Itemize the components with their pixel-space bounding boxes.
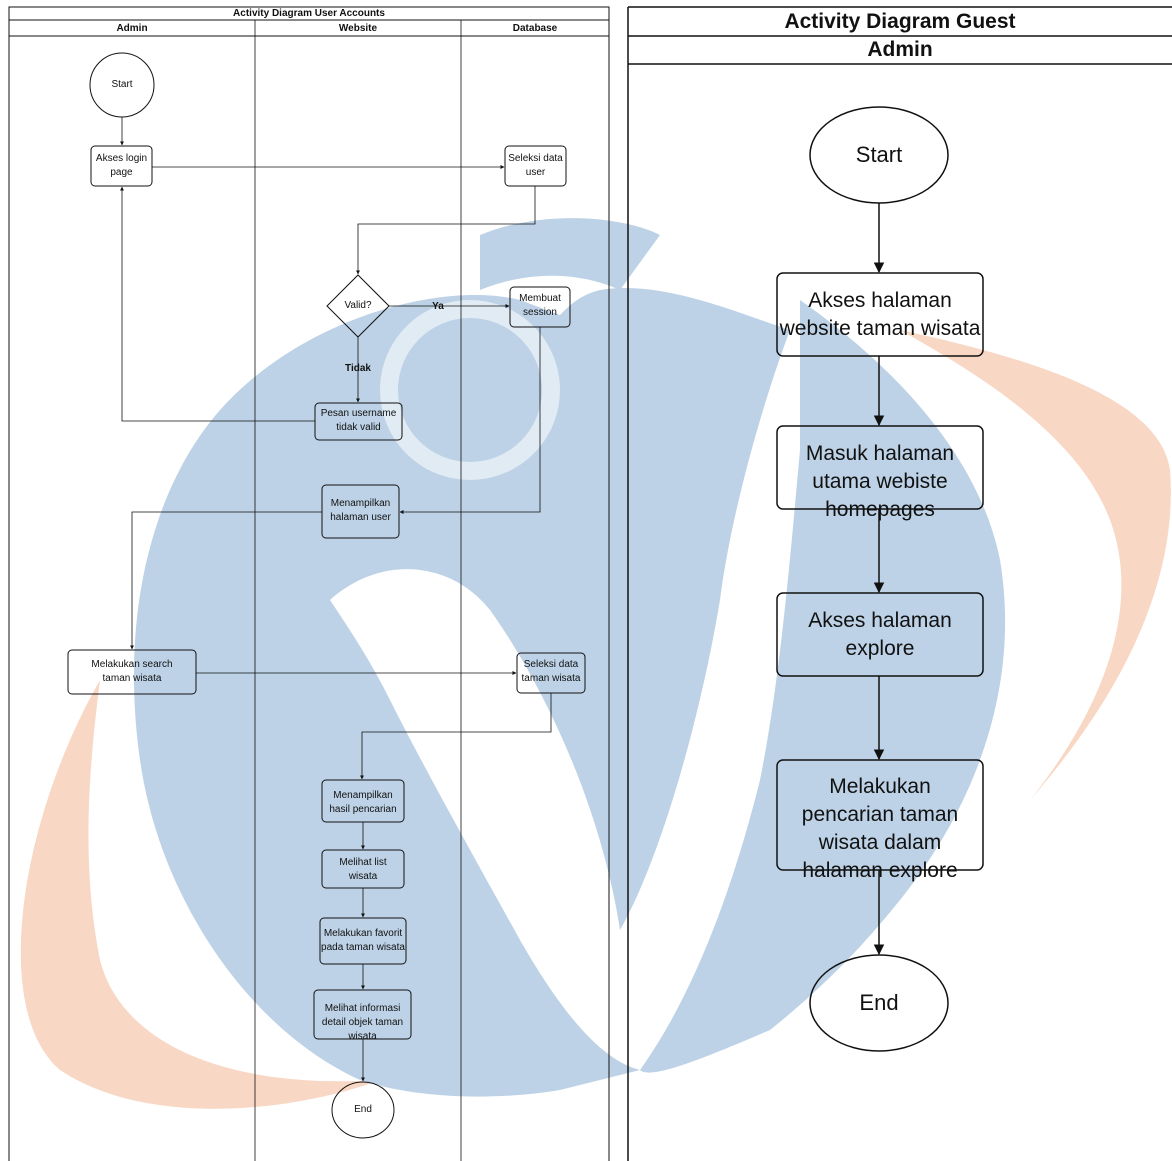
node-list-label: Melihat list wisata xyxy=(339,857,387,882)
node-detail xyxy=(313,989,412,1040)
node-seleksi-user xyxy=(504,145,567,187)
node-guest-pencarian-label: Melakukan pencarian taman wisata dalam h… xyxy=(801,775,959,882)
node-start-label: Start xyxy=(111,79,133,90)
edge-session-menampilkan xyxy=(399,327,541,514)
watermark-orange-arc xyxy=(20,680,380,1109)
node-end-label: End xyxy=(354,1104,372,1115)
edge-seleksi-taman-hasil xyxy=(360,693,552,780)
edge-label-ya: Ya xyxy=(432,301,444,312)
node-guest-start-label: Start xyxy=(855,142,903,167)
watermark-blue-a xyxy=(133,288,791,1097)
edge-seleksi-valid xyxy=(356,186,536,275)
edge-label-tidak: Tidak xyxy=(345,363,371,374)
node-valid-label: Valid? xyxy=(344,300,372,311)
node-pesan-label: Pesan username tidak valid xyxy=(320,408,397,433)
watermark-ring-inner xyxy=(398,318,542,462)
node-seleksi-user-label: Seleksi data user xyxy=(508,153,563,178)
edge-pesan-akses xyxy=(120,186,315,422)
right-diagram-title: Activity Diagram Guest xyxy=(784,10,1016,33)
node-guest-akses-website-label: Akses halaman website taman wisata xyxy=(779,289,981,340)
node-menampilkan-user-label: Menampilkan halaman user xyxy=(330,498,391,523)
watermark-cap xyxy=(480,218,660,290)
node-guest-explore-label: Akses halaman explore xyxy=(808,609,952,660)
node-guest-homepage-label: Masuk halaman utama webiste homepages xyxy=(805,442,955,521)
watermark-blue-right xyxy=(640,300,1006,1073)
node-end xyxy=(331,1081,395,1139)
node-search xyxy=(67,649,197,695)
node-menampilkan-user xyxy=(321,484,400,539)
right-diagram xyxy=(627,6,1172,1161)
lane-database-label: Database xyxy=(512,23,558,34)
left-diagram-title: Activity Diagram User Accounts xyxy=(233,8,385,19)
left-frame xyxy=(8,6,610,1161)
node-seleksi-taman-label: Seleksi data taman wisata xyxy=(521,659,581,684)
watermark-orange-arc-right xyxy=(900,330,1171,800)
node-membuat-session-label: Membuat session xyxy=(519,293,561,318)
node-akses-login xyxy=(90,145,153,187)
node-akses-login-label: Akses login page xyxy=(95,153,148,178)
node-hasil-label: Menampilkan hasil pencarian xyxy=(329,790,397,815)
lane-admin-label: Admin xyxy=(116,23,148,34)
watermark-logo xyxy=(20,218,1171,1109)
node-guest-end-label: End xyxy=(859,990,899,1015)
right-lane-admin-label: Admin xyxy=(867,38,933,61)
node-favorit-label: Melakukan favorit pada taman wisata xyxy=(321,928,405,953)
node-pesan xyxy=(314,402,403,441)
node-detail-label: Melihat informasi detail objek taman wis… xyxy=(321,1003,404,1042)
node-search-label: Melakukan search taman wisata xyxy=(91,659,173,684)
lane-website-label: Website xyxy=(338,23,378,34)
left-diagram xyxy=(8,6,610,1161)
edge-menampilkan-search xyxy=(130,511,322,650)
